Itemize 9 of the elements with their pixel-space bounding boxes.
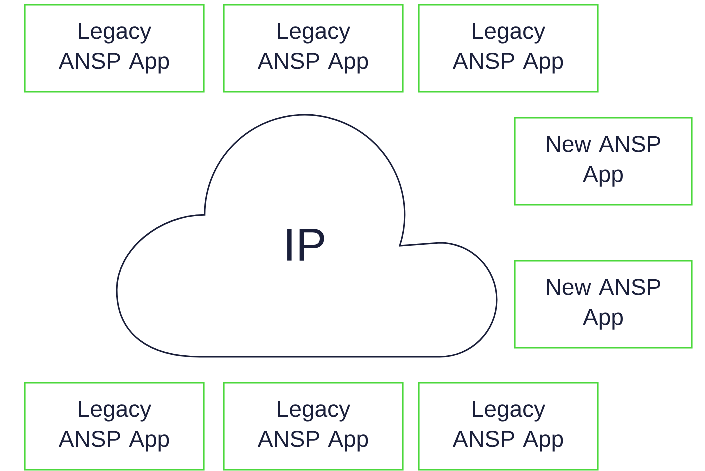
cloud: IP [116,114,498,358]
app-box: New ANSP App [514,260,693,349]
app-box: New ANSP App [514,117,693,206]
app-box: Legacy ANSP App [418,382,599,471]
app-box: Legacy ANSP App [24,382,205,471]
app-box: Legacy ANSP App [223,382,404,471]
app-box: Legacy ANSP App [223,4,404,93]
app-box: Legacy ANSP App [24,4,205,93]
app-box: Legacy ANSP App [418,4,599,93]
